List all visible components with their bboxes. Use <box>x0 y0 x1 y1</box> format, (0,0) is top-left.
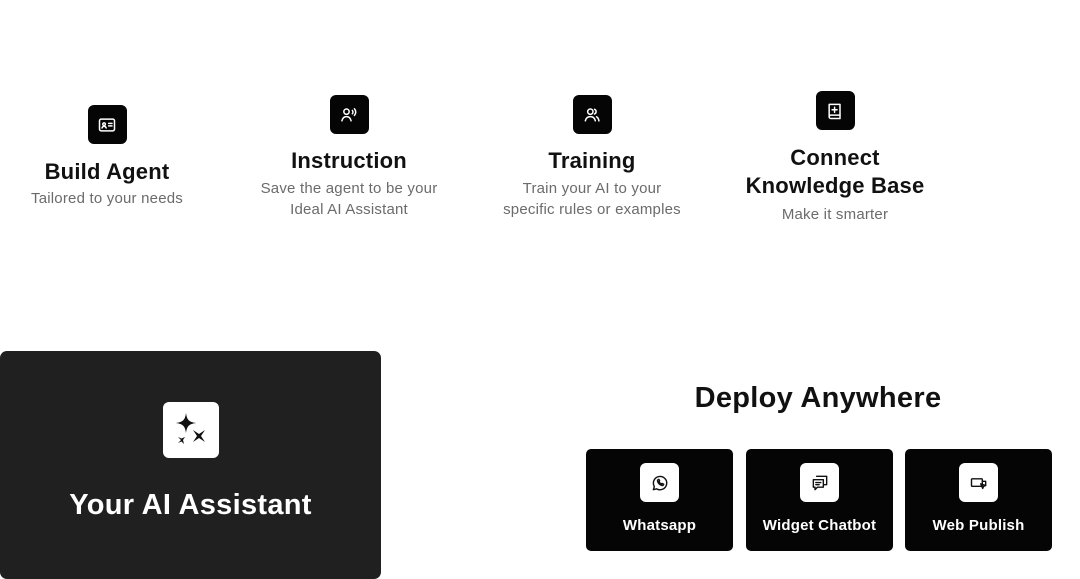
monitor-cursor-icon <box>959 463 998 502</box>
step-title: Training <box>548 148 636 173</box>
step-description: Tailored to your needs <box>31 190 183 207</box>
sparkles-icon <box>163 402 219 458</box>
web-publish-button[interactable]: Web Publish <box>905 449 1052 551</box>
step-instruction: Instruction Save the agent to be your Id… <box>244 95 454 220</box>
assistant-title: Your AI Assistant <box>69 489 312 521</box>
step-build-agent: Build Agent Tailored to your needs <box>2 105 212 209</box>
widget-chatbot-button[interactable]: Widget Chatbot <box>746 449 893 551</box>
step-description: Make it smarter <box>781 206 889 223</box>
whatsapp-icon <box>640 463 679 502</box>
step-title: Connect Knowledge Base <box>745 145 925 198</box>
book-plus-icon <box>815 91 855 130</box>
chat-bubbles-icon <box>800 463 839 502</box>
channel-label: Widget Chatbot <box>762 517 877 534</box>
id-card-icon <box>87 105 127 144</box>
step-description: Train your AI to your specific rules or … <box>503 180 681 218</box>
ai-assistant-card: Your AI Assistant <box>0 351 381 579</box>
users-icon <box>572 95 612 134</box>
voice-user-icon <box>329 95 369 134</box>
step-title: Instruction <box>291 148 407 173</box>
step-title: Build Agent <box>44 159 170 184</box>
deploy-title: Deploy Anywhere <box>694 382 942 414</box>
channel-label: Whatsapp <box>622 517 697 534</box>
step-description: Save the agent to be your Ideal AI Assis… <box>260 180 438 218</box>
whatsapp-button[interactable]: Whatsapp <box>586 449 733 551</box>
step-connect-knowledge-base: Connect Knowledge Base Make it smarter <box>730 91 940 225</box>
step-training: Training Train your AI to your specific … <box>487 95 697 220</box>
channel-label: Web Publish <box>932 517 1025 534</box>
